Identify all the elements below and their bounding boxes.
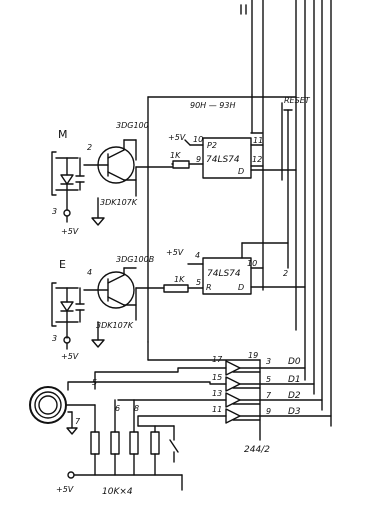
e-transistor [83,267,165,348]
bus-d3: D3 [288,407,301,417]
res-vcc: +5V [56,485,74,494]
tr-m-pin: 2 [87,143,92,152]
address-line [147,94,297,343]
buf-out-2: 7 [266,391,272,400]
buf-in-3: 11 [212,405,222,414]
ff1-r: 1K [170,151,181,160]
node8: 8 [134,404,139,413]
ff1-pin10: 10 [193,135,203,144]
ff2 [163,242,306,295]
reset-label: RESET [284,96,311,105]
ff1-pin12: 12 [252,155,262,164]
m-sensor [51,151,85,223]
ff2-r-letter: R [206,283,212,292]
tr-e-type2: 3DK107K [96,321,134,330]
ff2-pin5: 5 [196,278,201,287]
bus-d0: D0 [288,357,301,367]
buf-out-1: 5 [266,375,271,384]
m-pin3: 3 [52,207,57,216]
bus-d1: D1 [288,375,301,385]
ff2-chip: 74LS74 [207,269,241,279]
m-vcc: +5V [61,227,79,236]
ff1-chip: 74LS74 [206,155,240,165]
buf-out-3: 9 [266,407,271,416]
buf-oe: 19 [248,351,258,360]
e-pin3: 3 [52,334,57,343]
pullup-resistors [67,399,183,491]
node6: 6 [115,404,120,413]
ff2-pin4: 4 [195,251,200,260]
buf-in-2: 13 [212,389,222,398]
e-label: E [59,258,66,271]
tr-e-type: 3DG100B [116,255,154,264]
bus-lines [240,0,332,427]
coil-sensor [29,386,96,435]
tr-m-type2: 3DK107K [100,198,138,207]
ff2-vcc: +5V [166,248,184,257]
buf-in-1: 15 [212,373,222,382]
node5: 5 [92,378,97,387]
e-vcc: +5V [61,352,79,361]
ff1-vcc: +5V [168,133,186,142]
ff1-pin9: 9 [196,155,201,164]
addr-range-label: 90H — 93H [190,101,235,110]
e-sensor [51,282,85,350]
m-label: M [58,128,68,141]
buf-in-0: 17 [212,355,223,364]
chip-buf-label: 244/2 [244,445,270,455]
ff1-pin11: 11 [253,136,263,145]
ff2-out: 2 [283,269,288,278]
tr-m-type: 3DG100 [116,121,149,130]
ff2-pin10: 10 [247,259,257,268]
ff1 [171,132,297,179]
ff1-pin-pre: P2 [207,141,217,150]
ff1-d: D [238,167,244,176]
res-value: 10K×4 [102,487,133,497]
ff2-d: D [238,283,244,292]
ff2-r: 1K [174,275,185,284]
buffer-244 [67,341,332,441]
bus-d2: D2 [288,391,301,401]
node7: 7 [75,417,81,426]
buf-out-0: 3 [266,357,271,366]
tr-e-pin: 4 [87,268,92,277]
m-transistor [83,139,173,226]
